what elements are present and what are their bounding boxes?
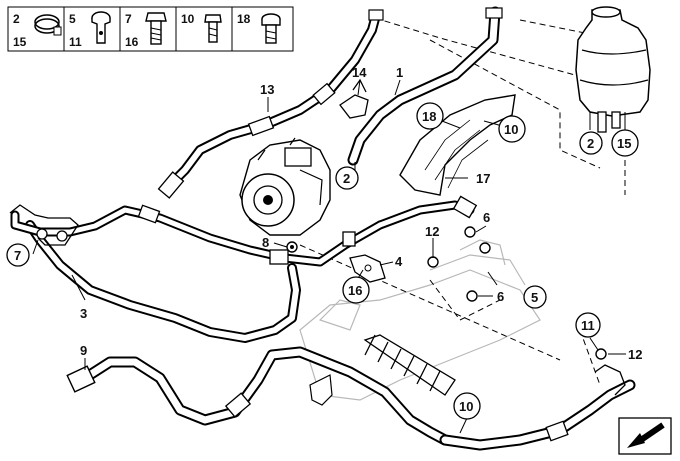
hex-bolt-icon (145, 12, 167, 45)
power-steering-pump-icon (239, 137, 331, 236)
callout-3: 3 (80, 306, 87, 321)
legend-label-2: 2 (13, 12, 20, 26)
torx-bolt-icon (261, 13, 281, 44)
legend-label-16: 16 (125, 35, 139, 49)
callout-1: 1 (396, 65, 403, 80)
callout-6b: 6 (497, 289, 504, 304)
washers (286, 226, 607, 360)
callout-circle-2a (335, 166, 359, 190)
callout-circle-16 (342, 276, 370, 304)
callout-7: 7 (14, 248, 21, 263)
callout-13: 13 (260, 82, 274, 97)
callout-circle-10b (453, 392, 481, 420)
callout-16: 16 (348, 283, 362, 298)
callout-circle-15 (611, 129, 639, 157)
steering-gear-icon (299, 239, 541, 401)
callout-14: 14 (352, 65, 367, 80)
parts-legend: 2 15 5 11 7 16 10 (7, 6, 294, 52)
hose-clamp-icon (34, 14, 62, 36)
legend-label-15: 15 (13, 35, 27, 49)
callout-5: 5 (531, 290, 538, 305)
hollow-bolt-icon (91, 11, 111, 44)
callout-8: 8 (262, 235, 269, 250)
callout-circle-5 (523, 285, 547, 309)
expansion-tank-icon (575, 6, 651, 133)
pipe-upper (9, 195, 478, 267)
callout-circle-18 (416, 102, 444, 130)
callout-11: 11 (581, 318, 595, 333)
callout-circle-2b (579, 131, 603, 155)
bracket-4 (342, 231, 386, 283)
legend-label-18: 18 (237, 12, 251, 26)
callout-18: 18 (422, 109, 436, 124)
callout-9: 9 (80, 343, 87, 358)
callout-circle-10a (498, 115, 526, 143)
hose-9 (66, 346, 451, 446)
arrow-down-left-icon[interactable] (618, 417, 672, 455)
mount-bracket (309, 374, 333, 406)
callout-circle-7 (6, 243, 30, 267)
callout-2b: 2 (587, 136, 594, 151)
leader-lines (32, 79, 626, 434)
legend-label-7: 7 (125, 12, 132, 26)
callout-6a: 6 (483, 210, 490, 225)
callout-circle-11 (575, 312, 601, 338)
callout-12b: 12 (628, 347, 642, 362)
legend-label-11: 11 (69, 35, 82, 49)
heat-shield-17 (399, 94, 516, 196)
callout-10a: 10 (504, 122, 518, 137)
callout-2a: 2 (343, 171, 350, 186)
callouts: 1 2 2 3 4 5 6 6 7 8 9 10 10 11 12 12 13 … (6, 65, 642, 420)
callout-15: 15 (617, 136, 631, 151)
screw-icon (204, 14, 222, 43)
callout-12a: 12 (425, 224, 439, 239)
clip-14 (339, 78, 369, 119)
callout-4: 4 (395, 254, 403, 269)
hose-3 (25, 220, 301, 343)
hose-1 (347, 6, 503, 166)
steering-rack-boot (363, 334, 456, 396)
legend-label-5: 5 (69, 12, 76, 26)
callout-10b: 10 (459, 399, 473, 414)
hose-lower-right (439, 364, 636, 451)
legend-label-10: 10 (181, 12, 195, 26)
hose-13 (157, 9, 384, 199)
callout-17: 17 (476, 171, 490, 186)
